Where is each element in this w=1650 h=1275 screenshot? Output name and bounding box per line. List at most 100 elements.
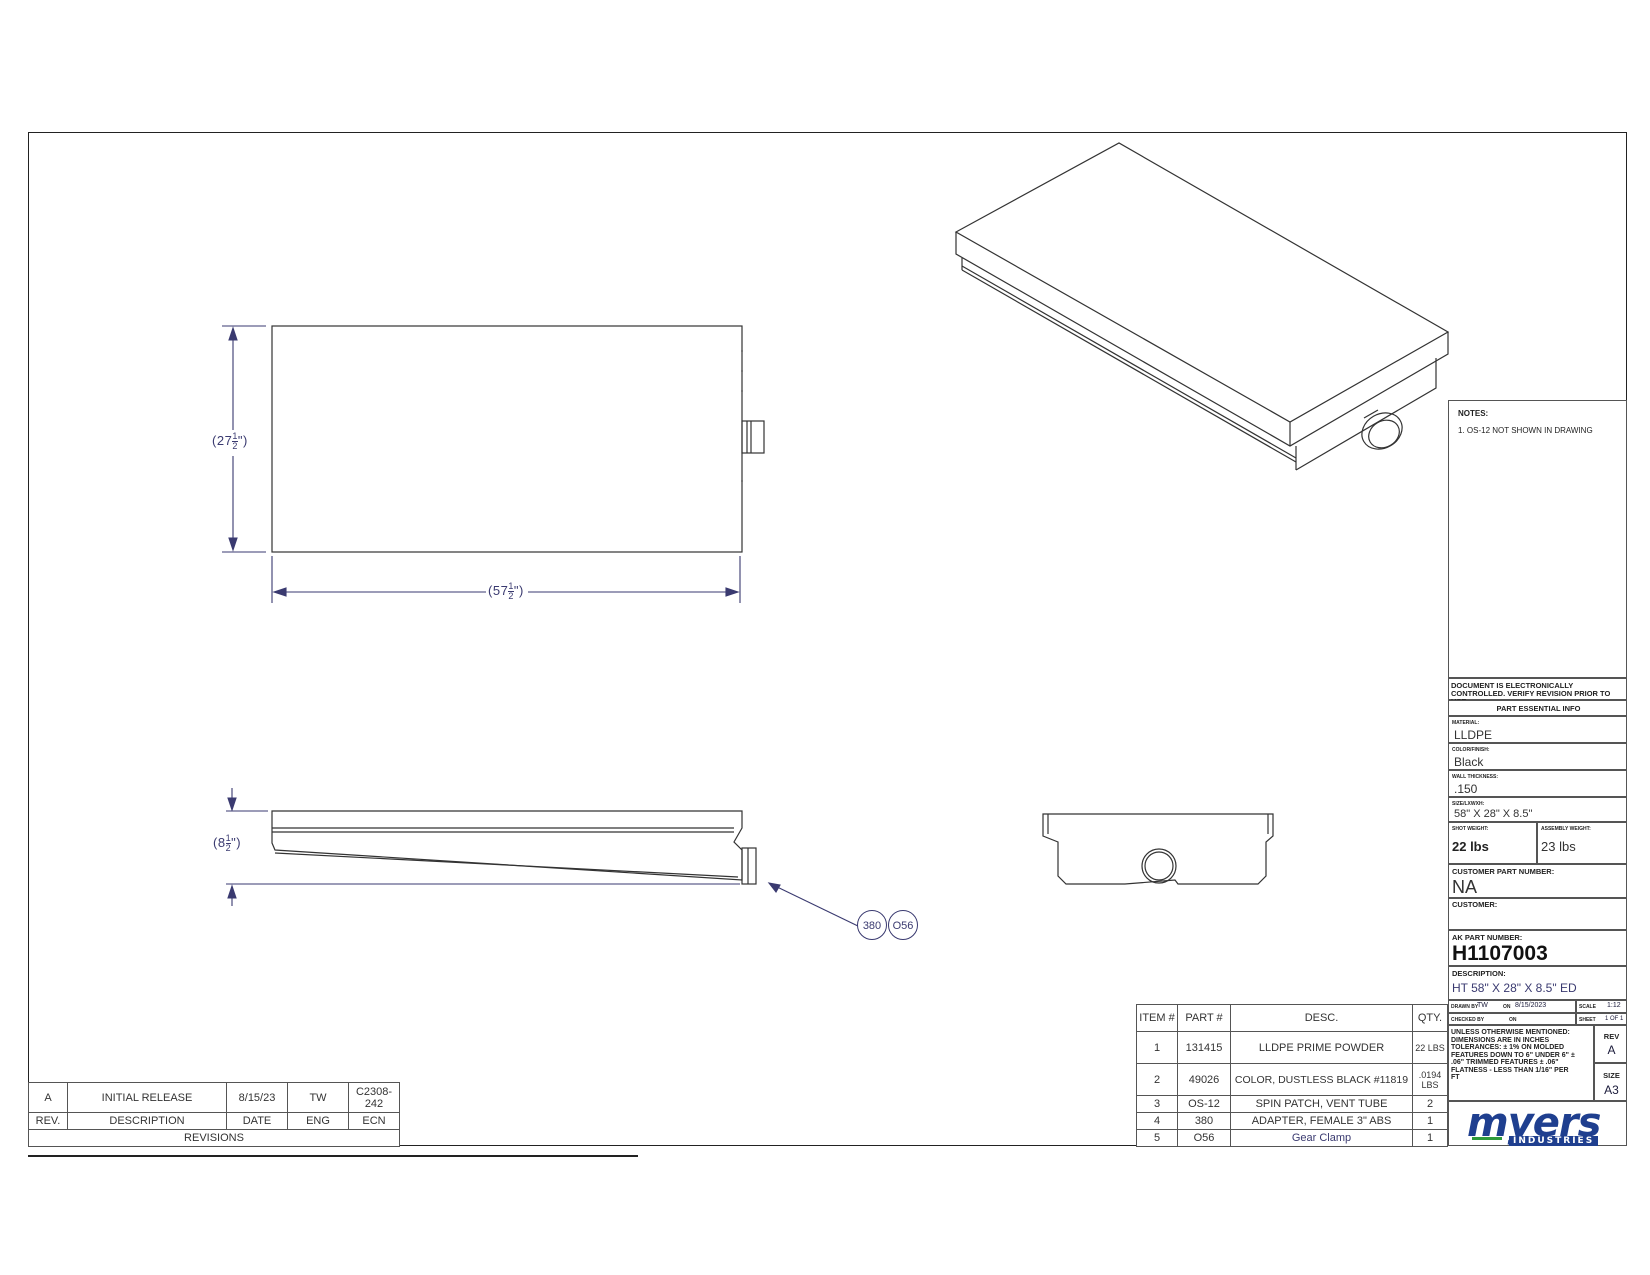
shot-weight-label: SHOT WEIGHT: [1452, 826, 1489, 832]
size-code-label: SIZE [1603, 1071, 1620, 1080]
customer-label: CUSTOMER: [1452, 900, 1498, 909]
sheet-box: SHEET 1 OF 1 [1576, 1013, 1627, 1025]
bom-cell: O56 [1177, 1129, 1231, 1147]
description-value: HT 58" X 28" X 8.5" ED [1452, 981, 1577, 995]
drawn-on-label: on [1503, 1004, 1511, 1010]
assembly-weight-box: ASSEMBLY WEIGHT: 23 lbs [1537, 822, 1627, 864]
customer-part-value: NA [1452, 877, 1478, 897]
bom-cell: 2 [1412, 1095, 1448, 1113]
description-box: DESCRIPTION: HT 58" X 28" X 8.5" ED [1448, 966, 1627, 1000]
bom-cell: 22 LBS [1412, 1031, 1448, 1064]
bom-cell: 131415 [1177, 1031, 1231, 1064]
size-code-box: SIZE A3 [1594, 1063, 1627, 1101]
side-view [1042, 813, 1274, 885]
description-label: DESCRIPTION: [1452, 969, 1506, 978]
top-view [271, 325, 765, 553]
rev-box: REV A [1594, 1025, 1627, 1063]
bom-cell: COLOR, DUSTLESS BLACK #11819 [1230, 1063, 1413, 1096]
drawn-by-value: TW [1477, 1002, 1488, 1009]
customer-part-label: CUSTOMER PART NUMBER: [1452, 867, 1555, 876]
size-code-value: A3 [1604, 1083, 1619, 1097]
balloon-o56: O56 [888, 910, 918, 940]
rev-label: REV [1603, 1032, 1620, 1041]
revision-cell: INITIAL RELEASE [67, 1082, 227, 1113]
bom-cell: 2 [1136, 1063, 1178, 1096]
bom-cell: OS-12 [1177, 1095, 1231, 1113]
bom-cell: 380 [1177, 1112, 1231, 1130]
revision-header: ECN [348, 1112, 400, 1130]
bom-header-part: PART # [1177, 1004, 1231, 1032]
revision-cell: TW [287, 1082, 349, 1113]
sheet-label: SHEET [1579, 1017, 1596, 1023]
color-value: Black [1454, 755, 1484, 769]
top-view-dimension-lines [222, 325, 741, 603]
section-title-box: PART ESSENTIAL INFO [1448, 700, 1627, 716]
revisions-title-row: REVISIONS [28, 1129, 400, 1147]
revision-header: DESCRIPTION [67, 1112, 227, 1130]
bom-cell: 1 [1136, 1031, 1178, 1064]
notes-item-1: 1. OS-12 NOT SHOWN IN DRAWING [1458, 426, 1593, 435]
assembly-weight-value: 23 lbs [1541, 839, 1576, 854]
logo-accent-bar [1472, 1137, 1502, 1140]
revision-cell: C2308-242 [348, 1082, 400, 1113]
table-row: 2 49026 COLOR, DUSTLESS BLACK #11819 .01… [1136, 1063, 1448, 1096]
scale-box: SCALE 1:12 [1576, 1000, 1627, 1013]
size-box: SIZE/LxWxH: 58" X 28" X 8.5" [1448, 797, 1627, 822]
wall-thickness-box: WALL THICKNESS: .150 [1448, 770, 1627, 797]
balloon-380: 380 [857, 910, 887, 940]
notes-box: NOTES: 1. OS-12 NOT SHOWN IN DRAWING [1448, 400, 1627, 678]
bom-cell: 4 [1136, 1112, 1178, 1130]
color-box: COLOR/FINISH: Black [1448, 743, 1627, 770]
table-row: 1 131415 LLDPE PRIME POWDER 22 LBS [1136, 1031, 1448, 1064]
logo-box: myers INDUSTRIES [1448, 1100, 1627, 1146]
bom-header-row: ITEM # PART # DESC. QTY. [1136, 1004, 1448, 1032]
drawn-date-value: 8/15/2023 [1515, 1002, 1547, 1009]
ak-part-box: AK PART NUMBER: H1107003 [1448, 930, 1627, 966]
scale-label: SCALE [1579, 1004, 1596, 1010]
rev-value: A [1607, 1043, 1616, 1057]
checked-by-box: Checked by on [1448, 1013, 1576, 1025]
bom-header-item: ITEM # [1136, 1004, 1178, 1032]
size-label: SIZE/LxWxH: [1452, 801, 1485, 807]
tolerances-box: UNLESS OTHERWISE MENTIONED: DIMENSIONS A… [1448, 1025, 1594, 1101]
assembly-weight-label: ASSEMBLY WEIGHT: [1541, 826, 1591, 832]
notes-title: NOTES: [1458, 409, 1489, 418]
sheet-value: 1 OF 1 [1605, 1016, 1624, 1022]
bom-cell: Gear Clamp [1230, 1129, 1413, 1147]
bom-cell: 49026 [1177, 1063, 1231, 1096]
revisions-table: A INITIAL RELEASE 8/15/23 TW C2308-242 R… [28, 1082, 400, 1147]
revisions-title: REVISIONS [28, 1129, 400, 1147]
wall-thickness-label: WALL THICKNESS: [1452, 774, 1499, 780]
checked-by-label: Checked by [1451, 1017, 1485, 1023]
isometric-view [954, 142, 1450, 471]
wall-thickness-value: .150 [1454, 782, 1478, 796]
bom-cell: 1 [1412, 1129, 1448, 1147]
bom-cell: ADAPTER, FEMALE 3" ABS [1230, 1112, 1413, 1130]
shot-weight-box: SHOT WEIGHT: 22 lbs [1448, 822, 1537, 864]
front-view [271, 810, 757, 885]
ak-part-value: H1107003 [1452, 942, 1548, 965]
shot-weight-value: 22 lbs [1452, 839, 1489, 854]
ak-part-label: AK PART NUMBER: [1452, 933, 1523, 942]
table-row: 5 O56 Gear Clamp 1 [1136, 1129, 1448, 1147]
checked-on-label: on [1509, 1017, 1517, 1023]
table-row: 3 OS-12 SPIN PATCH, VENT TUBE 2 [1136, 1095, 1448, 1113]
color-label: COLOR/FINISH: [1452, 747, 1490, 753]
tolerances-text: UNLESS OTHERWISE MENTIONED: DIMENSIONS A… [1451, 1029, 1575, 1081]
drawn-by-label: Drawn by [1451, 1004, 1479, 1010]
drawn-by-box: Drawn by TW on 8/15/2023 [1448, 1000, 1576, 1013]
footer-rule [28, 1149, 638, 1157]
material-value: LLDPE [1454, 728, 1493, 742]
section-title: PART ESSENTIAL INFO [1496, 704, 1581, 713]
revision-header: REV. [28, 1112, 68, 1130]
myers-logo-sub: INDUSTRIES [1509, 1136, 1599, 1146]
customer-box: CUSTOMER: [1448, 898, 1627, 930]
material-label: MATERIAL: [1452, 720, 1480, 726]
table-row: 4 380 ADAPTER, FEMALE 3" ABS 1 [1136, 1112, 1448, 1130]
scale-value: 1:12 [1607, 1002, 1621, 1009]
bom-cell: .0194 LBS [1412, 1063, 1448, 1096]
front-view-dimension-lines [226, 788, 861, 928]
